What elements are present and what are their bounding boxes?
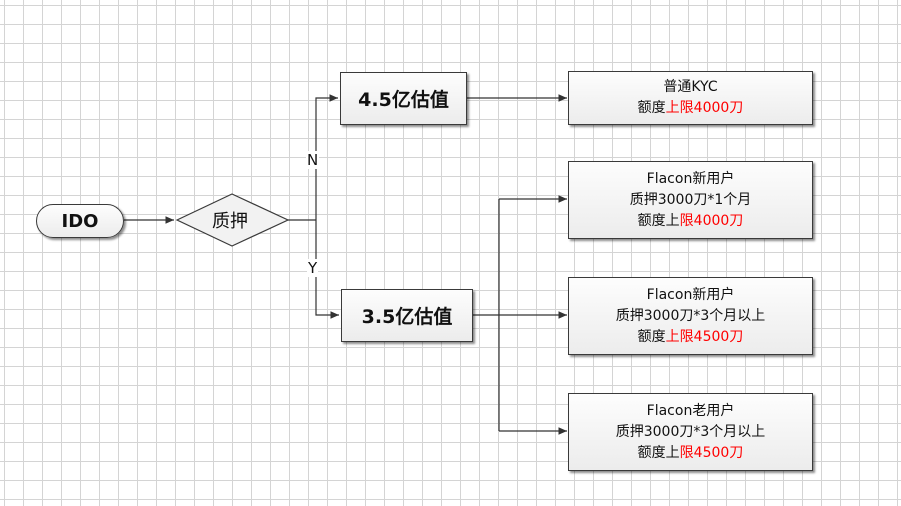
valuation-box-yes: 3.5亿估值 <box>341 289 473 342</box>
start-terminal: IDO <box>36 204 124 238</box>
result-box-old-user-3m: Flacon老用户 质押3000刀*3个月以上 额度上限4500刀 <box>568 393 813 471</box>
result-box-kyc: 普通KYC 额度上限4000刀 <box>568 71 813 125</box>
result-condition: 质押3000刀*1个月 <box>629 191 752 208</box>
result-box-new-user-1m: Flacon新用户 质押3000刀*1个月 额度上限4000刀 <box>568 161 813 239</box>
start-label: IDO <box>61 210 99 232</box>
result-limit: 额度上限4000刀 <box>637 212 744 229</box>
valuation-box-no: 4.5亿估值 <box>340 72 467 125</box>
result-condition: 质押3000刀*3个月以上 <box>615 307 766 324</box>
result-title: 普通KYC <box>663 79 718 95</box>
result-limit: 额度上限4500刀 <box>637 444 744 461</box>
branch-label-no: N <box>306 151 320 169</box>
connector-yes-branch <box>315 220 339 319</box>
result-title: Flacon新用户 <box>646 286 735 303</box>
result-condition: 质押3000刀*3个月以上 <box>615 423 766 440</box>
decision-label: 质押 <box>212 211 248 232</box>
connector-no-branch <box>315 94 338 220</box>
valuation-label-no: 4.5亿估值 <box>358 89 449 111</box>
result-limit: 额度上限4500刀 <box>637 328 744 345</box>
result-title: Flacon老用户 <box>646 402 735 419</box>
valuation-label-yes: 3.5亿估值 <box>361 306 453 328</box>
result-limit: 额度上限4000刀 <box>637 100 744 116</box>
result-box-new-user-3m: Flacon新用户 质押3000刀*3个月以上 额度上限4500刀 <box>568 277 813 355</box>
result-title: Flacon新用户 <box>646 170 735 187</box>
branch-label-yes: Y <box>307 259 319 277</box>
